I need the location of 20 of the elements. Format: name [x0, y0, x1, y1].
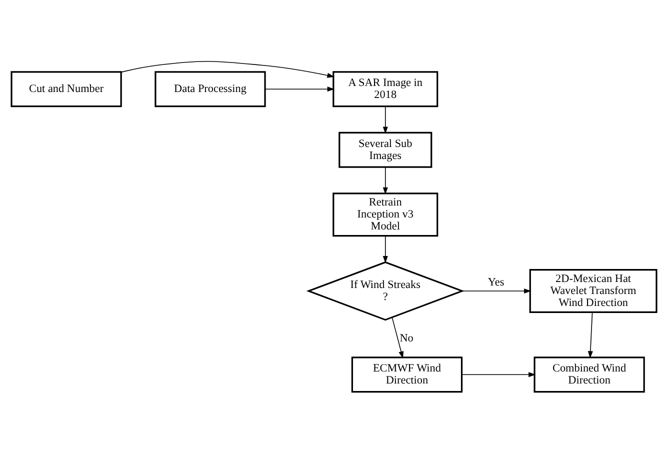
arrow — [382, 106, 388, 134]
node-diamond: If Wind Streaks ? — [306, 260, 464, 320]
arrow — [392, 316, 404, 358]
node-box: Several Sub Images — [338, 131, 432, 168]
edge-label: Yes — [488, 276, 504, 288]
node-box: ECMWF Wind Direction — [351, 356, 463, 392]
arrow — [264, 86, 335, 92]
node-box: Combined Wind Direction — [534, 356, 645, 392]
arrow — [462, 288, 532, 294]
arrow — [382, 166, 388, 194]
node-box: 2D-Mexican Hat Wavelet Transform Wind Direction — [529, 268, 658, 313]
node-box: Cut and Number — [10, 70, 122, 107]
arrow — [588, 311, 593, 358]
arrow — [382, 235, 388, 263]
node-box: A SAR Image in 2018 — [332, 70, 438, 107]
node-box: Retrain Inception v3 Model — [332, 192, 438, 236]
edge-label: No — [400, 332, 414, 344]
arrow — [120, 60, 334, 78]
node-box: Data Processing — [154, 70, 266, 107]
arrow — [461, 372, 536, 377]
